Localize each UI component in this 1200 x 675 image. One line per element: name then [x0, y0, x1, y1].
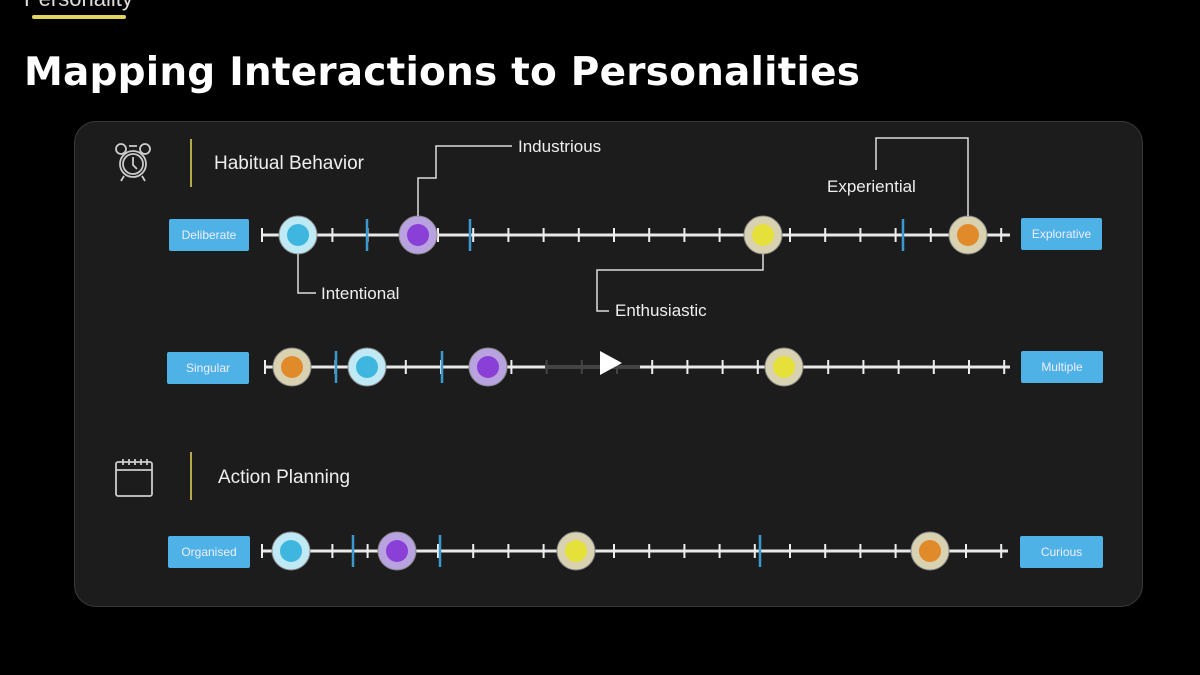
marker-enthusiastic: [773, 356, 795, 378]
page-title: Mapping Interactions to Personalities: [24, 50, 861, 95]
marker-intentional: [287, 224, 309, 246]
section-title-action-planning: Action Planning: [218, 467, 351, 488]
scale-right-label: Explorative: [1021, 218, 1102, 250]
section-divider: [190, 139, 192, 187]
connector-industrious: [417, 145, 512, 216]
marker-industrious: [407, 224, 429, 246]
marker-enthusiastic: [752, 224, 774, 246]
marker-enthusiastic: [565, 540, 587, 562]
callout-industrious: Industrious: [518, 137, 602, 156]
scale-right-label: Multiple: [1021, 351, 1103, 383]
marker-experiential: [281, 356, 303, 378]
marker-intentional: [280, 540, 302, 562]
callout-experiential: Experiential: [827, 177, 916, 196]
scale-left-label: Organised: [168, 536, 250, 568]
callout-enthusiastic: Enthusiastic: [615, 301, 707, 320]
section-kicker: Personality: [24, 0, 133, 12]
connector-intentional: [297, 254, 316, 294]
scale-right-label: Curious: [1020, 536, 1103, 568]
marker-experiential: [919, 540, 941, 562]
calendar-icon: [114, 458, 154, 503]
marker-experiential: [957, 224, 979, 246]
play-icon[interactable]: [600, 351, 622, 375]
section-divider: [190, 452, 192, 500]
connector-experiential: [875, 137, 969, 216]
marker-intentional: [356, 356, 378, 378]
section-title-habitual-behavior: Habitual Behavior: [214, 153, 364, 174]
marker-industrious: [477, 356, 499, 378]
connector-enthusiastic: [596, 254, 764, 312]
callout-intentional: Intentional: [321, 284, 400, 303]
alarm-clock-icon: [113, 141, 153, 188]
scale-left-label: Singular: [167, 352, 249, 384]
marker-industrious: [386, 540, 408, 562]
scale-left-label: Deliberate: [169, 219, 249, 251]
kicker-underline: [32, 15, 126, 19]
